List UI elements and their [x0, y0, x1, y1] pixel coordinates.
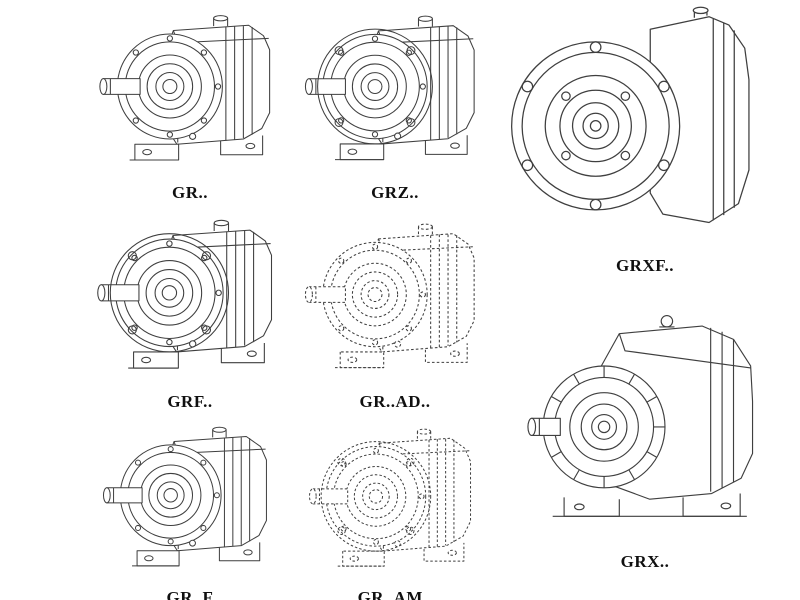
gearbox-drawing-gr-f — [91, 418, 289, 586]
figure-label: GRF.. — [167, 392, 213, 411]
gearbox-drawing-gr-am — [296, 420, 494, 586]
figure-label: GR..F — [166, 588, 214, 600]
figure-gr-ad: GR..AD.. — [293, 213, 497, 412]
figure-label: GRX.. — [620, 552, 670, 571]
gearbox-drawing-grxf — [502, 2, 788, 254]
figure-grz: GRZ.. — [293, 6, 497, 203]
gearbox-drawing-grf — [87, 210, 293, 390]
figure-grxf: GRXF.. — [500, 2, 790, 276]
figure-label: GR..AD.. — [359, 392, 431, 411]
figure-gr-am: GR..AM.. — [293, 420, 497, 600]
figure-label: GRXF.. — [615, 256, 675, 275]
figure-gr-f: GR..F — [85, 418, 295, 600]
gearbox-drawing-gr — [87, 6, 293, 181]
gearbox-drawing-grz — [295, 6, 495, 181]
figure-gr: GR.. — [85, 6, 295, 203]
figure-label: GR..AM.. — [357, 588, 433, 600]
figure-label: GR.. — [172, 183, 208, 202]
gearbox-drawing-grx — [507, 300, 783, 550]
figure-grf: GRF.. — [85, 210, 295, 412]
figure-grx: GRX.. — [505, 300, 785, 572]
gearbox-drawing-gr-ad — [295, 213, 495, 390]
figure-label: GRZ.. — [371, 183, 419, 202]
